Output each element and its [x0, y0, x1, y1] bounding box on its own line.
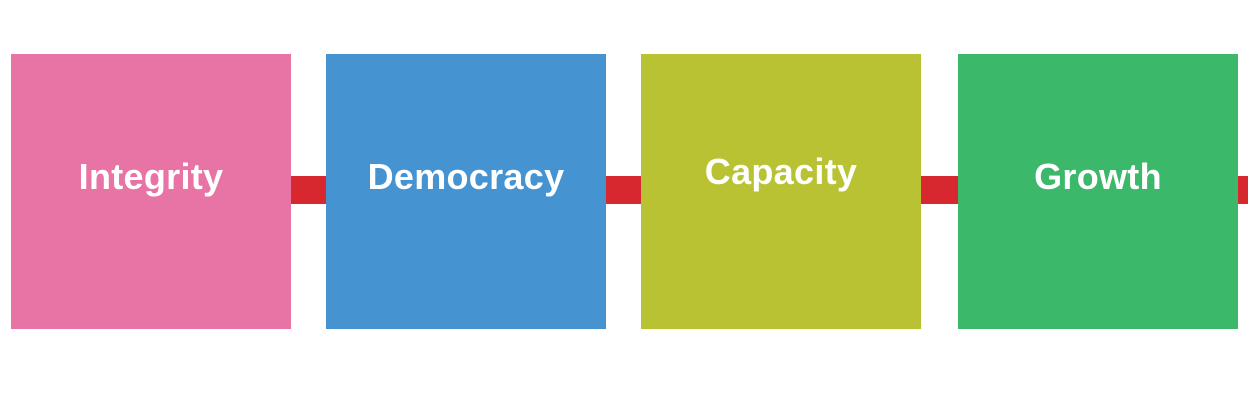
box-label-integrity: Integrity	[78, 155, 224, 197]
box-democracy: Democracy	[326, 54, 606, 329]
box-label-growth: Growth	[1034, 155, 1162, 197]
box-integrity: Integrity	[11, 54, 291, 329]
box-growth: Growth	[958, 54, 1238, 329]
box-label-capacity: Capacity	[704, 150, 858, 192]
box-label-democracy: Democracy	[367, 155, 565, 197]
box-capacity: Capacity	[641, 54, 921, 329]
